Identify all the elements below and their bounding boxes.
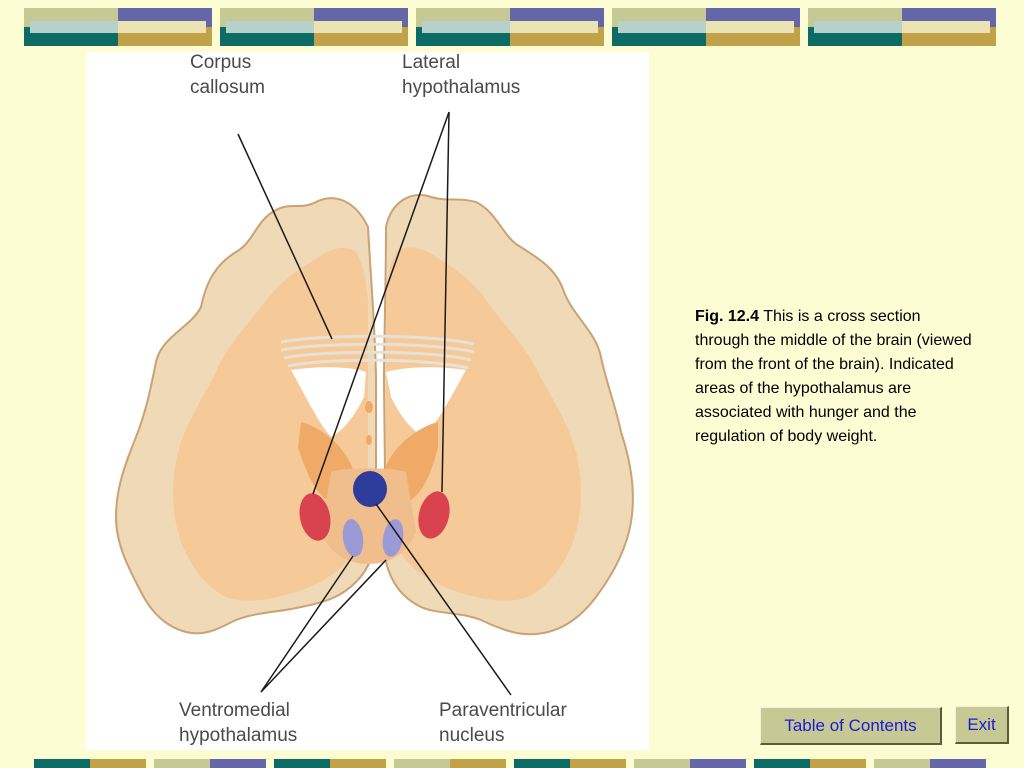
lateral-hypothalamus-left <box>299 493 331 541</box>
label-paraventricular-nucleus: Paraventricular nucleus <box>439 700 567 746</box>
decor-block <box>416 8 604 46</box>
top-decorative-band <box>24 8 1000 46</box>
figure-caption-text: This is a cross section through the midd… <box>695 308 972 445</box>
leader-lines <box>237 111 512 696</box>
decor-block <box>24 8 212 46</box>
exit-button[interactable]: Exit <box>955 706 1009 744</box>
label-corpus-callosum: Corpus callosum <box>190 52 265 98</box>
lateral-ventricle-left <box>291 367 366 437</box>
decor-block <box>612 8 800 46</box>
label-ventromedial-hypothalamus: Ventromedial hypothalamus <box>179 700 298 746</box>
brain-cross-section-diagram <box>114 111 634 696</box>
lateral-hypothalamus-right <box>418 491 450 539</box>
corpus-callosum-fibers <box>280 334 475 370</box>
ventromedial-hypothalamus-right <box>382 519 404 557</box>
lateral-ventricle-right <box>386 367 466 437</box>
figure-caption: Fig. 12.4 This is a cross section throug… <box>695 305 975 449</box>
ventromedial-hypothalamus-left <box>342 519 364 557</box>
paraventricular-nucleus <box>353 471 387 507</box>
label-lateral-hypothalamus: Lateral hypothalamus <box>402 52 521 98</box>
table-of-contents-button[interactable]: Table of Contents <box>760 707 942 745</box>
decor-block <box>220 8 408 46</box>
figure-number: Fig. 12.4 <box>695 308 760 325</box>
brain-figure: Corpus callosum Lateral hypothalamus Ven… <box>86 52 649 750</box>
bottom-decorative-band <box>34 759 994 768</box>
decor-block <box>808 8 996 46</box>
